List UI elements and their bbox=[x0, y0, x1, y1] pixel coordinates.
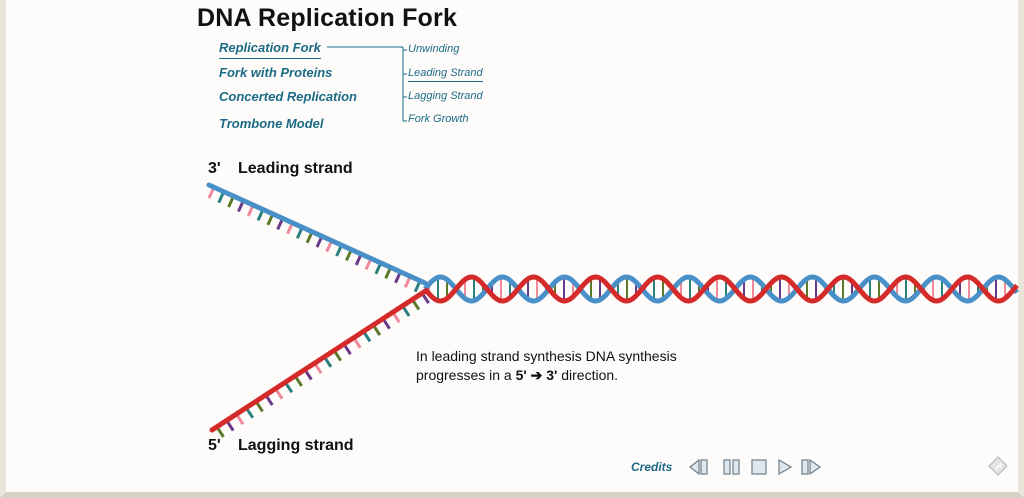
play-icon[interactable] bbox=[774, 457, 798, 477]
credits-link[interactable]: Credits bbox=[631, 460, 673, 474]
lagging-strand-label: 5'Lagging strand bbox=[208, 437, 354, 454]
submenu-item-leading-strand[interactable]: Leading Strand bbox=[408, 67, 483, 82]
submenu-item-fork-growth[interactable]: Fork Growth bbox=[408, 113, 469, 125]
submenu-item-lagging-strand[interactable]: Lagging Strand bbox=[408, 90, 483, 102]
leading-template-strand bbox=[206, 182, 428, 286]
menu-item-replication-fork[interactable]: Replication Fork bbox=[219, 40, 321, 59]
menu-item-concerted-replication[interactable]: Concerted Replication bbox=[219, 89, 357, 104]
stop-icon[interactable] bbox=[748, 457, 772, 477]
exit-icon[interactable] bbox=[986, 456, 1010, 476]
helix-red-strand bbox=[423, 274, 1019, 304]
lagging-template-strand bbox=[209, 287, 430, 433]
submenu-item-unwinding[interactable]: Unwinding bbox=[408, 43, 460, 55]
pause-icon[interactable] bbox=[720, 457, 744, 477]
leading-strand-label: 3'Leading strand bbox=[208, 160, 353, 177]
page-title: DNA Replication Fork bbox=[197, 4, 458, 32]
menu-connector bbox=[327, 46, 407, 122]
fast-forward-icon[interactable] bbox=[799, 457, 823, 477]
caption-text: In leading strand synthesis DNA synthesi… bbox=[416, 348, 677, 383]
double-helix bbox=[423, 274, 1019, 304]
rewind-icon[interactable] bbox=[688, 457, 712, 477]
helix-blue-strand bbox=[423, 274, 1019, 304]
menu-item-trombone-model[interactable]: Trombone Model bbox=[219, 116, 324, 131]
menu-item-fork-with-proteins[interactable]: Fork with Proteins bbox=[219, 65, 333, 80]
